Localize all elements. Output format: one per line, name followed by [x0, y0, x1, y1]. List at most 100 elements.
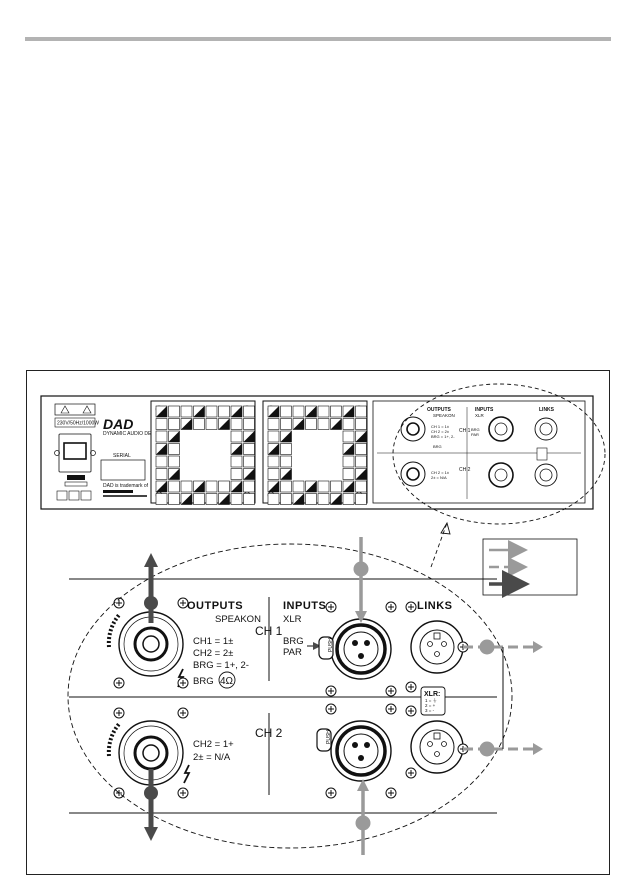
grille-shade — [243, 468, 255, 480]
brand-sub: DYNAMIC AUDIO DEVICE — [103, 431, 164, 437]
grille-shade — [293, 418, 304, 430]
outputs-title: OUTPUTS — [187, 600, 243, 612]
output-ch1-node — [144, 596, 158, 610]
impedance-value: 4Ω — [220, 676, 234, 687]
grille-cell — [342, 493, 355, 505]
grille-cell — [355, 405, 367, 418]
grille-shade — [193, 481, 205, 492]
grille-shade — [181, 418, 192, 430]
grille-cell — [355, 480, 367, 493]
link-ch1-node — [479, 639, 495, 655]
push-latch-ch2 — [316, 728, 332, 752]
grille-cell — [205, 480, 218, 493]
grille-shade — [268, 481, 279, 492]
detail-view: OUTPUTS SPEAKON INPUTS XLR LINKS CH 1 CH… — [67, 543, 513, 849]
grille-cell — [267, 455, 280, 468]
grille-cell — [168, 455, 180, 468]
mini-ch1-pin-2: CH 2 = 2± — [431, 429, 450, 434]
grille-shade — [305, 481, 317, 492]
serial-box — [100, 459, 146, 481]
grille-cell — [317, 405, 330, 418]
xlr-pinout-box: XLR: 1 = ⏚ 2 = + 3 = - — [420, 686, 446, 716]
grille-cell — [230, 418, 243, 430]
grille-cell — [355, 455, 367, 468]
inputs-title: INPUTS — [283, 600, 326, 612]
grille-cell — [355, 493, 367, 505]
grille-shade — [231, 481, 242, 492]
grille-cell — [155, 468, 168, 480]
brg-switch-label: BRG — [283, 636, 304, 647]
mini-ch2-label: CH 2 — [459, 467, 471, 473]
mini-speakon-label: SPEAKON — [433, 413, 455, 418]
grille-shade — [330, 418, 342, 430]
grille-shade — [343, 443, 354, 455]
ch2-pin-2: 2± = N/A — [193, 752, 231, 763]
grille-cell — [155, 430, 168, 443]
grille-shade — [330, 493, 342, 505]
brg-impedance-label: BRG — [193, 676, 214, 687]
zoom-pointer — [430, 522, 448, 568]
xlr-pin-3: 3 = - — [425, 708, 435, 713]
ch1-pin-1: CH1 = 1± — [193, 636, 233, 647]
fan-grille-right — [262, 400, 368, 505]
grille-cell — [168, 493, 180, 505]
link-ch2-arrowhead — [533, 743, 543, 755]
screw-icon — [90, 450, 96, 456]
grille-cell — [267, 418, 280, 430]
grille-cell — [330, 405, 342, 418]
grille-cell — [230, 493, 243, 505]
mini-ch1-pin-3: BRG = 1+, 2- — [431, 434, 455, 439]
grille-shade — [280, 468, 292, 480]
grille-cell — [230, 468, 243, 480]
grille-shade — [181, 493, 192, 505]
grille-cell — [317, 418, 330, 430]
brand-logo: DAD — [103, 416, 133, 432]
links-title: LINKS — [417, 600, 453, 612]
grille-shade — [343, 481, 354, 492]
ch1-pin-2: CH2 = 2± — [193, 648, 233, 659]
mini-ch2-pin-2: 2± = N/A — [431, 475, 447, 480]
mini-outputs-label: OUTPUTS — [427, 407, 452, 413]
grille-cell — [267, 493, 280, 505]
grille-cell — [280, 455, 292, 468]
weee-icon — [68, 490, 80, 501]
grille-cell — [243, 443, 255, 455]
grille-cell — [342, 418, 355, 430]
mini-brg-label: BRG — [433, 444, 442, 449]
output-ch2-arrowhead — [144, 827, 158, 841]
grille-cell — [267, 468, 280, 480]
hazard-lightning-icon — [183, 764, 191, 784]
voltage-label: 230V/50Hz/1000W — [57, 421, 99, 427]
grille-shade — [168, 431, 180, 442]
xlr-pinout-title: XLR: — [424, 691, 440, 698]
signal-flow — [144, 537, 543, 855]
grille-cell — [292, 480, 305, 493]
output-ch2-node — [144, 786, 158, 800]
grille-cell — [243, 405, 255, 418]
link-ch1-arrowhead — [533, 641, 543, 653]
speakon-label: SPEAKON — [215, 614, 261, 625]
grille-cell — [280, 418, 292, 430]
speakon-output-ch1 — [106, 597, 189, 689]
grille-cell — [330, 480, 342, 493]
grille-cell — [280, 405, 292, 418]
grille-cell — [342, 468, 355, 480]
grille-cell — [205, 493, 218, 505]
grille-cell — [230, 455, 243, 468]
grille-shade — [268, 443, 279, 455]
screw-icon — [54, 450, 60, 456]
mini-ch1-pin-1: CH 1 = 1± — [431, 424, 450, 429]
mini-inputs-label: INPUTS — [475, 407, 494, 413]
top-rule — [25, 37, 611, 41]
cert-icon — [80, 490, 92, 501]
grille-cell — [168, 480, 180, 493]
input-ch2-arrowhead — [357, 779, 369, 791]
grille-cell — [355, 443, 367, 455]
grille-cell — [317, 493, 330, 505]
grille-cell — [168, 418, 180, 430]
speakon-output-ch2 — [106, 707, 189, 799]
legend — [482, 538, 578, 598]
grille-cell — [155, 418, 168, 430]
mini-connector-panel: OUTPUTS SPEAKON INPUTS XLR LINKS CH 1 CH… — [372, 400, 586, 504]
xlr-link-ch1 — [405, 601, 469, 693]
